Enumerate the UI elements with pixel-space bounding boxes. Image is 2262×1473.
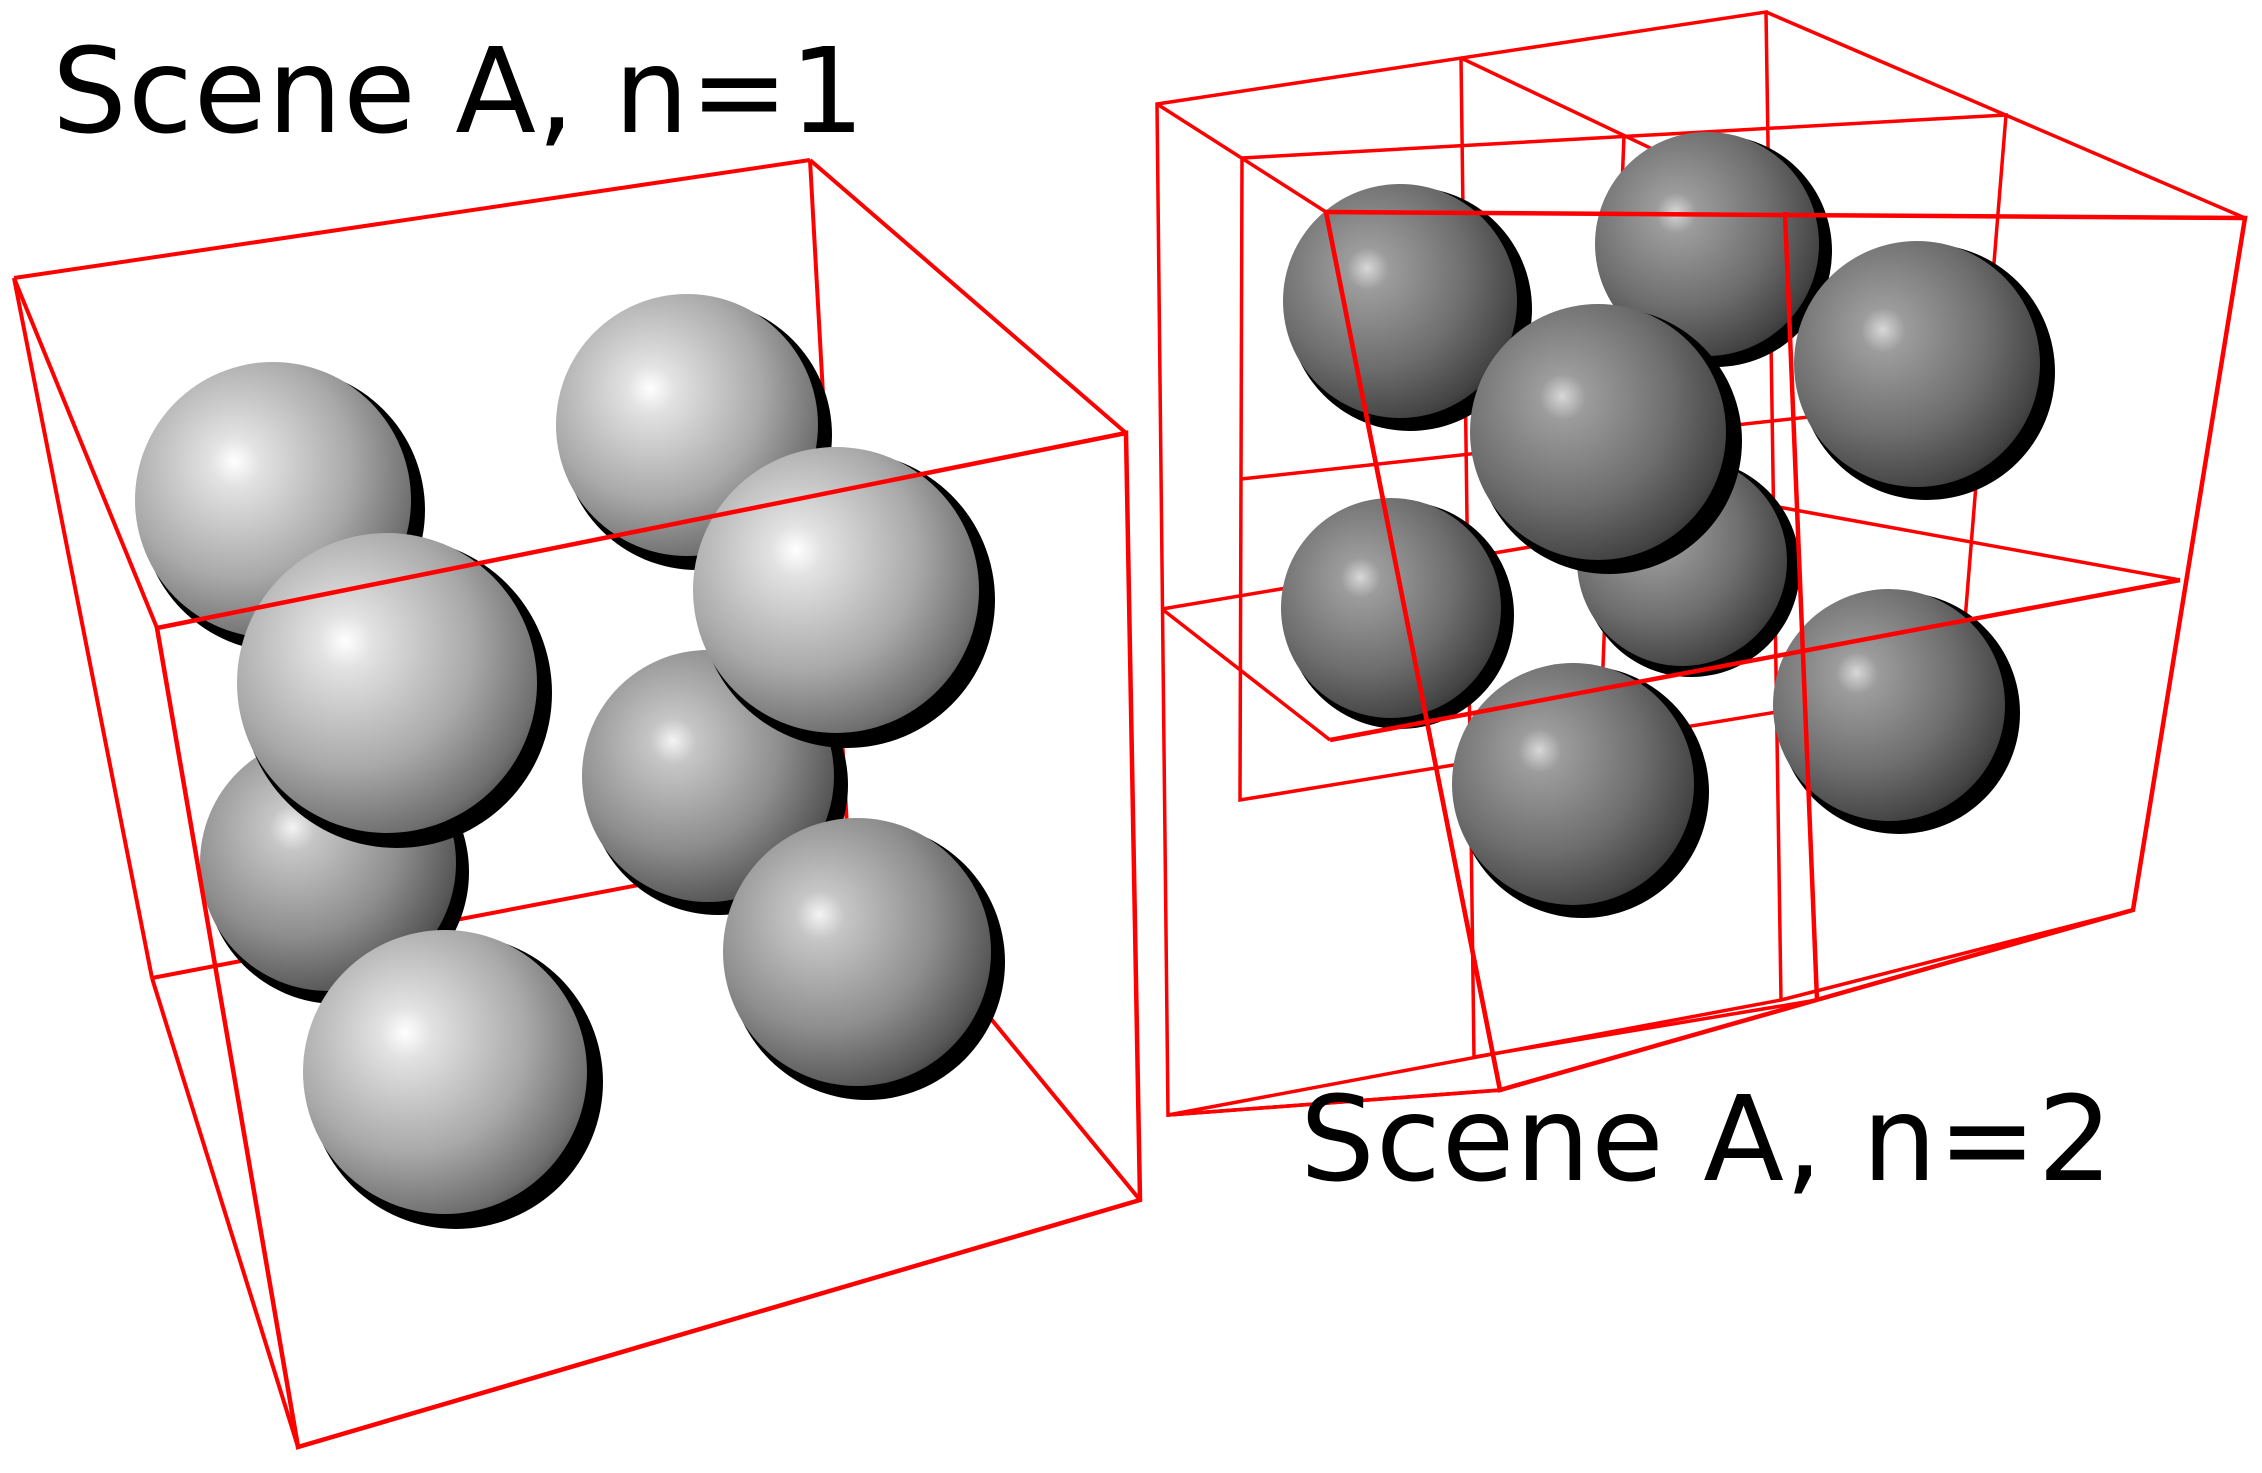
scene-n2-spheres xyxy=(1281,132,2055,918)
sphere xyxy=(1794,241,2040,487)
scene-a-n1-label: Scene A, n=1 xyxy=(52,22,866,160)
sphere xyxy=(693,447,979,733)
scene-n1-group xyxy=(12,158,1143,1450)
sphere xyxy=(1595,132,1819,356)
sphere xyxy=(1452,663,1694,905)
sphere xyxy=(303,930,587,1214)
sphere xyxy=(1283,184,1517,418)
sphere xyxy=(1470,304,1726,560)
sphere xyxy=(237,533,537,833)
scene-n1-spheres xyxy=(135,294,1005,1229)
scene-n1-front-frame xyxy=(154,430,1143,1450)
scene-n2-group xyxy=(1155,9,2248,1118)
scene-n1-back-frame xyxy=(12,158,1142,1448)
scene-n2-front-frame xyxy=(1323,209,2248,1093)
scene-a-n2-label: Scene A, n=2 xyxy=(1300,1070,2114,1208)
sphere xyxy=(723,818,991,1086)
sphere xyxy=(1281,498,1501,718)
